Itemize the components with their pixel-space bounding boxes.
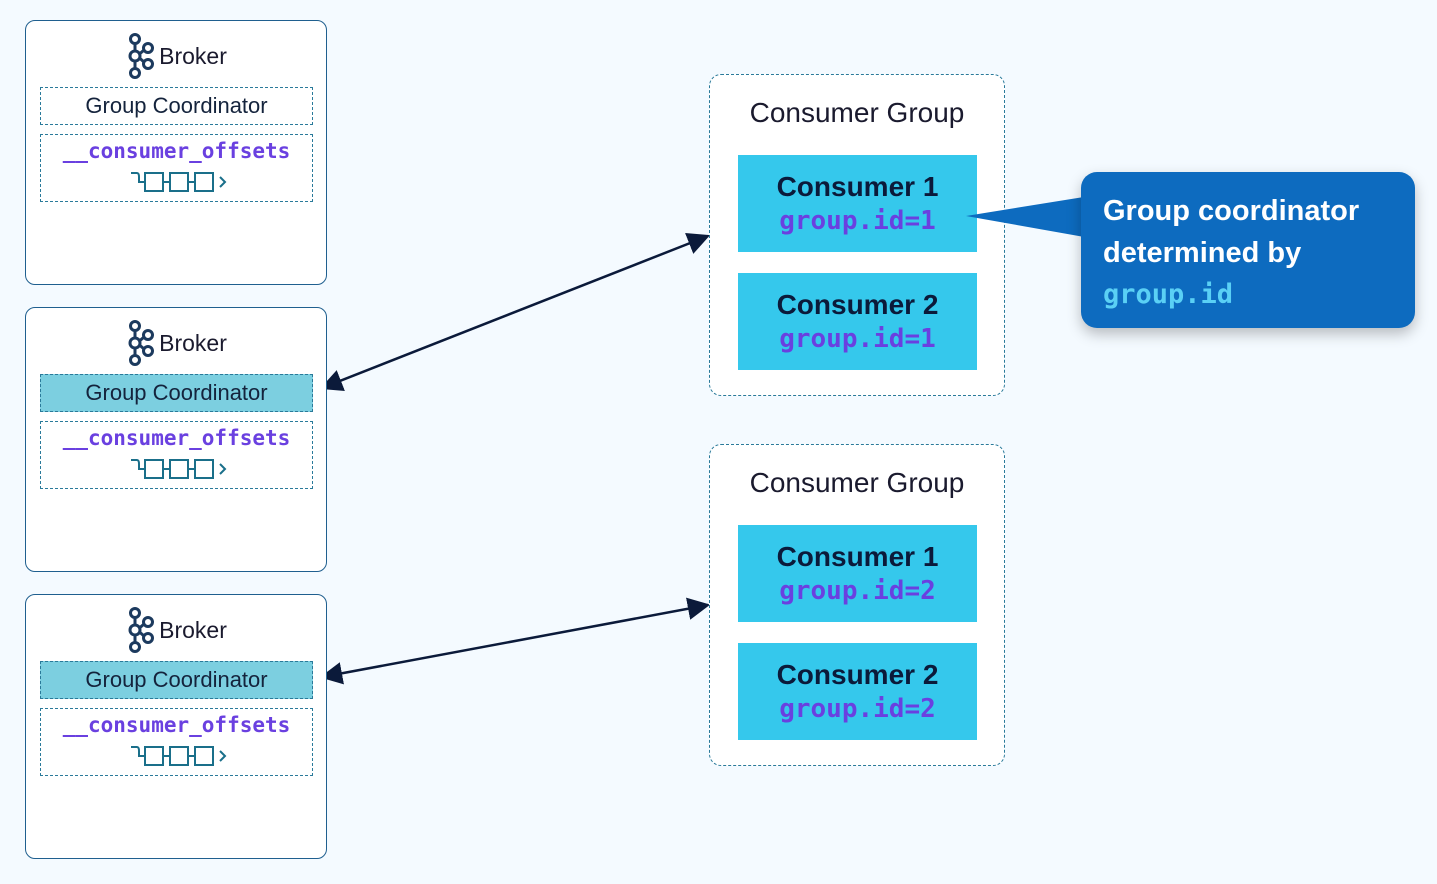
consumer-group-id: group.id=2	[779, 693, 936, 724]
callout-line-1: Group coordinator	[1103, 195, 1360, 227]
offsets-topic-name: __consumer_offsets	[62, 713, 291, 737]
consumer-group-id: group.id=1	[779, 323, 936, 354]
callout-note: Group coordinator determined by group.id	[1081, 172, 1415, 328]
offsets-topic-name: __consumer_offsets	[62, 426, 291, 450]
log-segments-icon	[131, 746, 227, 766]
kafka-logo-icon	[128, 607, 155, 653]
consumer-group-id: group.id=2	[779, 575, 936, 606]
consumer-name: Consumer 2	[776, 658, 939, 690]
consumer-group-id: group.id=1	[779, 205, 936, 236]
consumer-group-title: Consumer Group	[749, 467, 965, 498]
kafka-logo-icon	[128, 320, 155, 366]
consumer-group-title: Consumer Group	[749, 97, 965, 128]
consumer-name: Consumer 1	[776, 540, 939, 572]
broker-header: Broker	[26, 33, 326, 79]
consumer-offsets-topic: __consumer_offsets	[40, 134, 313, 202]
consumer-name: Consumer 1	[776, 170, 939, 202]
arrow-group1-to-broker2	[319, 232, 711, 392]
kafka-logo-icon	[128, 33, 155, 79]
group-coordinator-active: Group Coordinator	[40, 661, 313, 699]
consumer-group-1: Consumer Group Consumer 1 group.id=1 Con…	[709, 74, 1005, 396]
broker-label: Broker	[159, 616, 227, 643]
broker-3: Broker Group Coordinator __consumer_offs…	[25, 594, 327, 859]
consumer-offsets-topic: __consumer_offsets	[40, 708, 313, 776]
arrow-group2-to-broker3	[319, 597, 711, 685]
broker-label: Broker	[159, 42, 227, 69]
consumer-offsets-topic: __consumer_offsets	[40, 421, 313, 489]
broker-1: Broker Group Coordinator __consumer_offs…	[25, 20, 327, 285]
log-segments-icon	[131, 172, 227, 192]
callout-code: group.id	[1103, 279, 1234, 310]
log-segments-icon	[131, 459, 227, 479]
consumer-group-2: Consumer Group Consumer 1 group.id=2 Con…	[709, 444, 1005, 766]
broker-label: Broker	[159, 329, 227, 356]
group-coordinator: Group Coordinator	[40, 87, 313, 125]
callout-line-2: determined by	[1103, 237, 1302, 269]
broker-header: Broker	[26, 320, 326, 366]
consumer-box: Consumer 2 group.id=2	[738, 643, 977, 740]
consumer-box: Consumer 1 group.id=2	[738, 525, 977, 622]
group-coordinator-active: Group Coordinator	[40, 374, 313, 412]
consumer-name: Consumer 2	[776, 288, 939, 320]
broker-2: Broker Group Coordinator __consumer_offs…	[25, 307, 327, 572]
consumer-box: Consumer 1 group.id=1	[738, 155, 977, 252]
consumer-box: Consumer 2 group.id=1	[738, 273, 977, 370]
broker-header: Broker	[26, 607, 326, 653]
offsets-topic-name: __consumer_offsets	[62, 139, 291, 163]
